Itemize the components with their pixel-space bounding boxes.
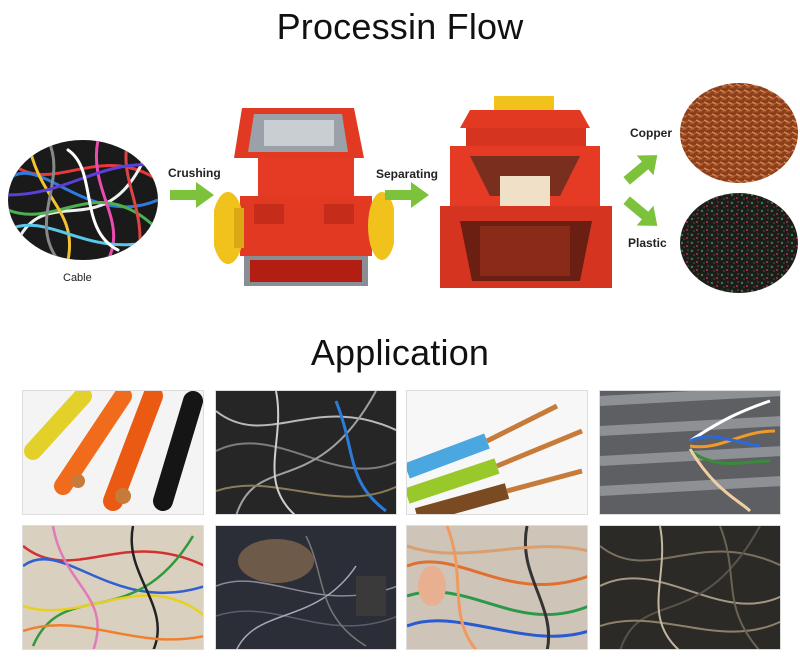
cable-label: Cable [63,272,92,284]
application-photo-5 [22,525,204,650]
crusher-machine-image [214,108,394,288]
application-photo-2 [215,390,397,515]
arrow-right-icon [170,182,214,208]
crushing-label: Crushing [168,166,221,180]
separator-machine-image [440,96,612,288]
plastic-label: Plastic [628,236,667,250]
plastic-output-image [680,193,798,293]
copper-output-image [680,83,798,183]
application-photo-3 [406,390,588,515]
application-title: Application [310,332,490,373]
arrow-down-right-icon [623,196,658,226]
arrow-up-right-icon [623,155,658,185]
application-photo-6 [215,525,397,650]
application-photo-7 [406,525,588,650]
application-photo-4 [599,390,781,515]
application-photo-1 [22,390,204,515]
process-flow-title: Processin Flow [276,6,524,47]
application-photo-8 [599,525,781,650]
copper-label: Copper [630,126,672,140]
cable-image [8,140,158,260]
arrow-right-icon [385,182,429,208]
separating-label: Separating [376,167,439,181]
